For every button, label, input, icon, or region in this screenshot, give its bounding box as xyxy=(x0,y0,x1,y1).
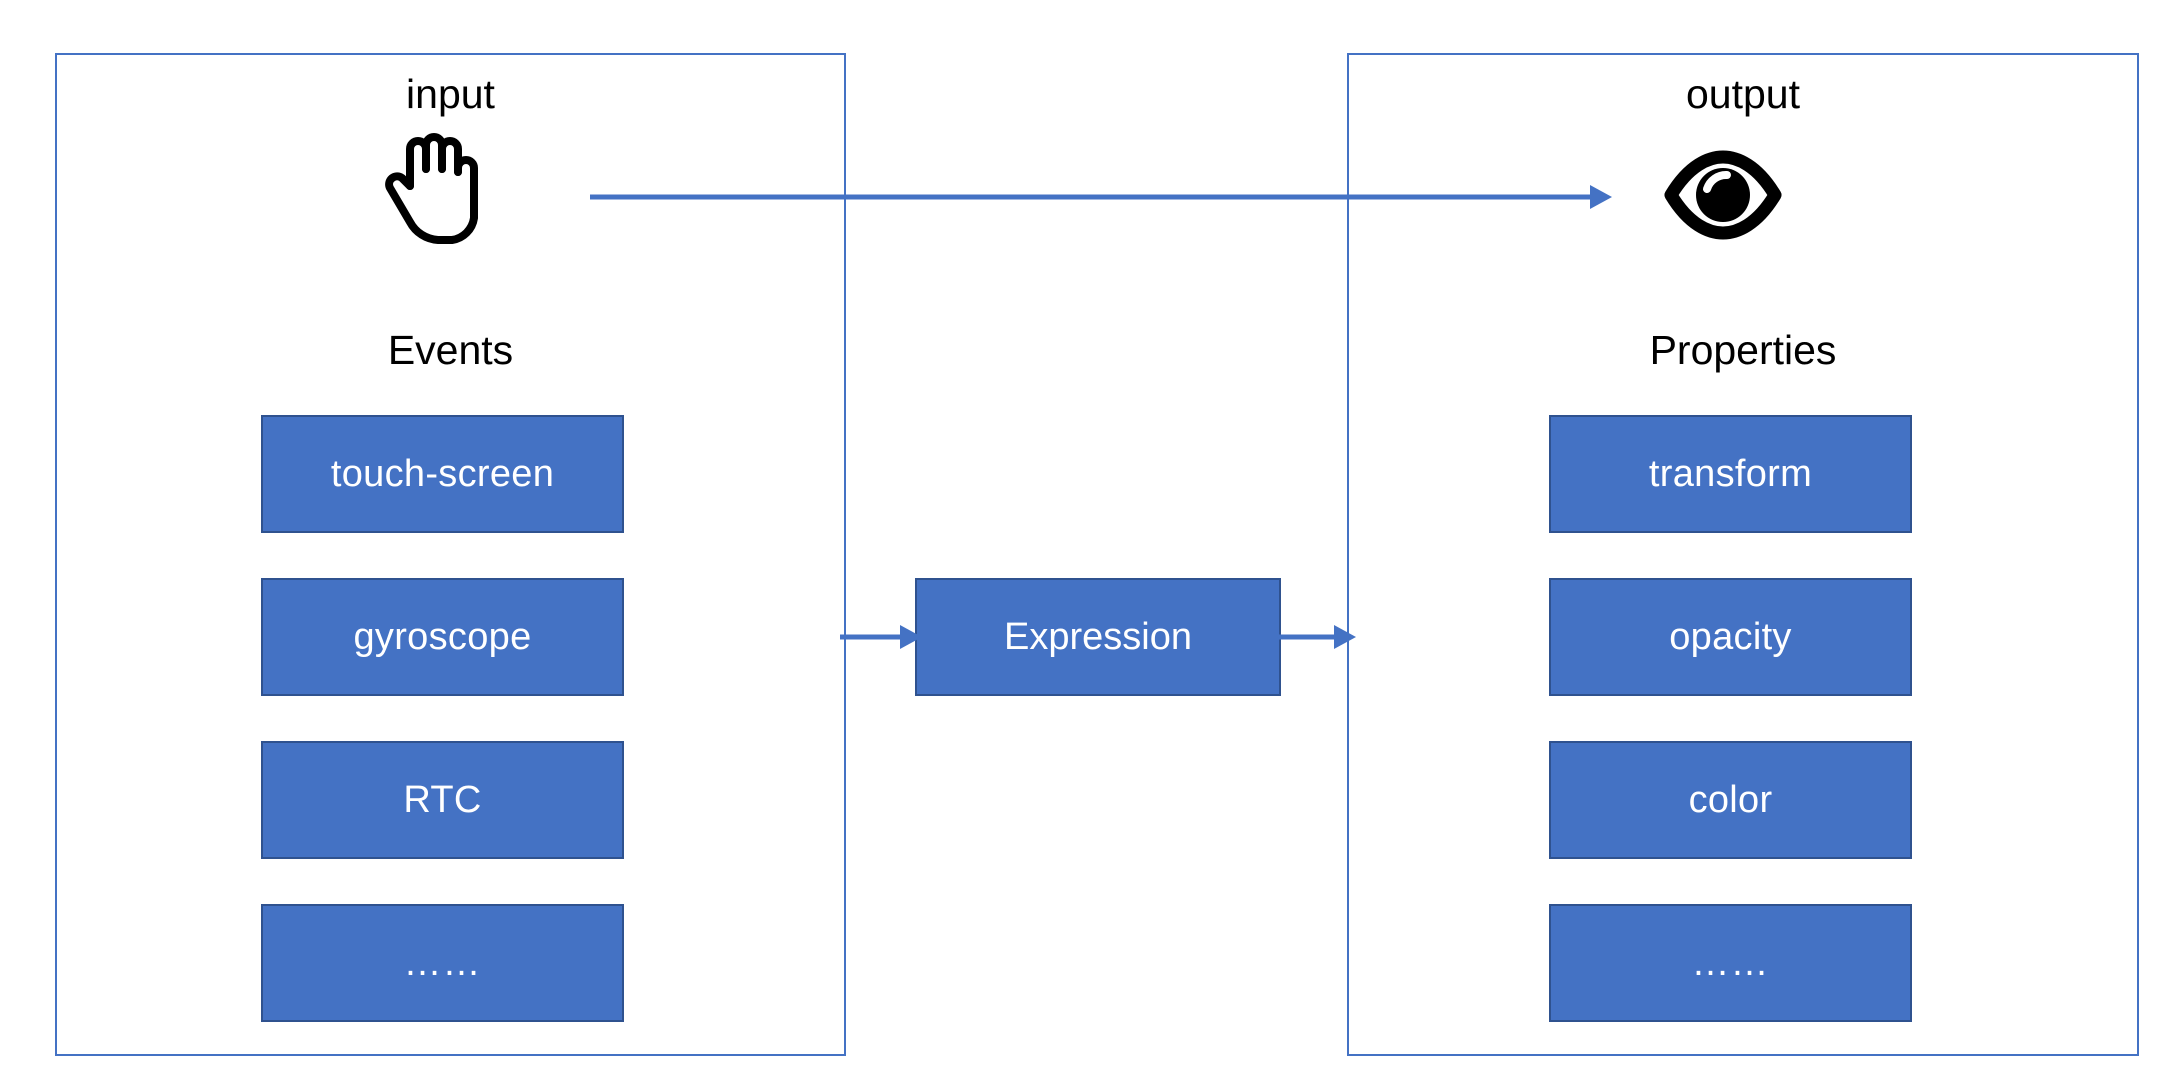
property-item-transform[interactable]: transform xyxy=(1549,415,1912,533)
input-panel-title: input xyxy=(406,71,495,117)
event-item-rtc[interactable]: RTC xyxy=(261,741,624,859)
arrow-events-to-expression xyxy=(840,625,922,649)
arrow-expression-to-properties xyxy=(1274,625,1356,649)
event-item-touch-screen[interactable]: touch-screen xyxy=(261,415,624,533)
property-item-color[interactable]: color xyxy=(1549,741,1912,859)
property-item-opacity[interactable]: opacity xyxy=(1549,578,1912,696)
properties-section-label: Properties xyxy=(1649,327,1837,373)
expression-box[interactable]: Expression xyxy=(915,578,1281,696)
eye-icon xyxy=(1664,150,1782,240)
output-panel xyxy=(1347,53,2139,1056)
events-section-label: Events xyxy=(387,327,514,373)
property-item-more[interactable]: …… xyxy=(1549,904,1912,1022)
event-item-more[interactable]: …… xyxy=(261,904,624,1022)
output-panel-title: output xyxy=(1686,71,1800,117)
hand-icon xyxy=(385,133,478,244)
event-item-gyroscope[interactable]: gyroscope xyxy=(261,578,624,696)
input-panel xyxy=(55,53,846,1056)
